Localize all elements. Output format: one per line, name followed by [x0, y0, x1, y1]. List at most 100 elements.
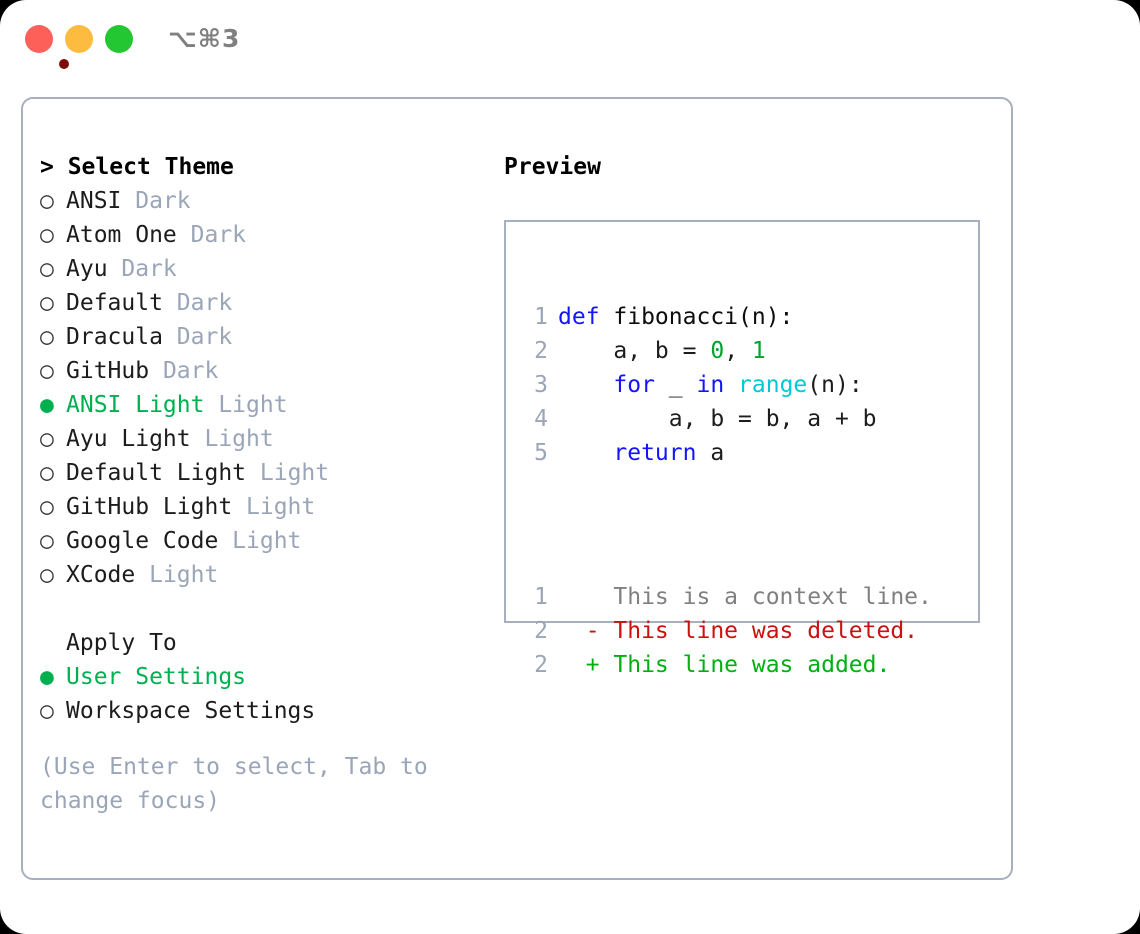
theme-item-tag: Dark	[162, 358, 219, 384]
diff-text: This line was added.	[599, 652, 891, 678]
radio-unselected-icon: ○	[40, 460, 68, 486]
theme-item-atom-one[interactable]: ○ Atom One Dark	[40, 218, 490, 252]
radio-unselected-icon: ○	[40, 256, 68, 282]
section-spacer	[40, 592, 490, 626]
apply-to-option-label: Workspace Settings	[66, 698, 316, 724]
theme-item-tag: Light	[204, 426, 274, 452]
radio-unselected-icon: ○	[40, 698, 68, 724]
radio-unselected-icon: ○	[40, 222, 68, 248]
theme-item-name: ANSI	[66, 188, 136, 214]
theme-item-default[interactable]: ○ Default Dark	[40, 286, 490, 320]
theme-item-name: Default Light	[66, 460, 260, 486]
radio-unselected-icon: ○	[40, 358, 68, 384]
theme-item-name: Ayu	[66, 256, 122, 282]
theme-item-tag: Dark	[135, 188, 191, 214]
code-token: 1	[751, 338, 766, 364]
radio-unselected-icon: ○	[40, 562, 68, 588]
main-panel: > Select Theme ○ ANSI Dark○ Atom One Dar…	[21, 97, 1013, 880]
radio-unselected-icon: ○	[40, 188, 68, 214]
theme-item-name: XCode	[66, 562, 150, 588]
radio-unselected-icon: ○	[40, 324, 68, 350]
theme-item-default-light[interactable]: ○ Default Light Light	[40, 456, 490, 490]
diff-line: 2 + This line was added.	[520, 648, 932, 682]
theme-item-ayu[interactable]: ○ Ayu Dark	[40, 252, 490, 286]
theme-item-tag: Light	[259, 460, 330, 486]
theme-item-tag: Light	[232, 528, 302, 554]
apply-to-option-workspace-settings[interactable]: ○ Workspace Settings	[40, 694, 490, 728]
diff-line: 1 This is a context line.	[520, 580, 932, 614]
theme-item-name: Google Code	[66, 528, 233, 554]
code-token	[724, 372, 738, 398]
code-line-number: 2	[534, 338, 548, 364]
code-token: fibonacci(n):	[599, 304, 794, 330]
code-line: 5 return a	[520, 436, 932, 470]
code-token	[558, 440, 613, 466]
code-line-number: 3	[534, 372, 548, 398]
code-token: (n):	[807, 372, 863, 398]
code-line: 4 a, b = b, a + b	[520, 402, 932, 436]
code-token: def	[558, 304, 600, 330]
help-text: (Use Enter to select, Tab to change focu…	[40, 754, 442, 814]
maximize-button[interactable]	[105, 25, 133, 53]
radio-selected-icon: ●	[40, 664, 68, 690]
code-line-number: 5	[534, 440, 548, 466]
theme-item-name: Atom One	[66, 222, 191, 248]
theme-item-name: GitHub	[66, 358, 163, 384]
title-bar: ⌥⌘3	[0, 0, 1140, 78]
radio-unselected-icon: ○	[40, 494, 68, 520]
close-button[interactable]	[25, 25, 69, 69]
theme-item-xcode[interactable]: ○ XCode Light	[40, 558, 490, 592]
theme-item-github-light[interactable]: ○ GitHub Light Light	[40, 490, 490, 524]
theme-picker-column: > Select Theme ○ ANSI Dark○ Atom One Dar…	[40, 150, 490, 818]
apply-to-header-indent	[40, 626, 66, 660]
theme-item-tag: Dark	[176, 324, 233, 350]
radio-unselected-icon: ○	[40, 426, 68, 452]
code-token: ,	[724, 338, 752, 364]
diff-marker: +	[558, 652, 600, 678]
code-token: 0	[710, 338, 725, 364]
minimize-button[interactable]	[65, 25, 93, 53]
preview-column: Preview 1 def fibonacci(n): 2 a, b = 0, 1 3…	[504, 150, 994, 678]
theme-item-tag: Light	[149, 562, 219, 588]
apply-to-header: Apply To	[40, 626, 490, 660]
diff-line-number: 2	[534, 618, 548, 644]
code-diff-gap	[520, 508, 932, 542]
theme-item-dracula[interactable]: ○ Dracula Dark	[40, 320, 490, 354]
diff-text: This line was deleted.	[599, 618, 919, 644]
theme-item-google-code[interactable]: ○ Google Code Light	[40, 524, 490, 558]
code-line: 1 def fibonacci(n):	[520, 300, 932, 334]
code-line: 2 a, b = 0, 1	[520, 334, 932, 368]
theme-item-tag: Dark	[121, 256, 177, 282]
theme-item-ansi-light[interactable]: ● ANSI Light Light	[40, 388, 490, 422]
code-line-number: 1	[534, 304, 548, 330]
theme-picker-header: > Select Theme	[40, 150, 490, 184]
theme-item-name: GitHub Light	[66, 494, 247, 520]
code-token: a, b = b, a + b	[558, 406, 877, 432]
code-token	[558, 372, 613, 398]
recording-indicator-icon	[59, 59, 69, 69]
radio-unselected-icon: ○	[40, 290, 68, 316]
theme-item-github[interactable]: ○ GitHub Dark	[40, 354, 490, 388]
theme-item-ayu-light[interactable]: ○ Ayu Light Light	[40, 422, 490, 456]
code-token: in	[696, 372, 725, 398]
apply-to-option-user-settings[interactable]: ● User Settings	[40, 660, 490, 694]
theme-item-ansi[interactable]: ○ ANSI Dark	[40, 184, 490, 218]
theme-item-name: Dracula	[66, 324, 177, 350]
theme-picker-header-label: Select Theme	[67, 154, 234, 180]
diff-marker: -	[558, 618, 600, 644]
apply-to-option-label: User Settings	[66, 664, 247, 690]
theme-item-tag: Light	[246, 494, 316, 520]
radio-unselected-icon: ○	[40, 528, 68, 554]
theme-item-name: ANSI Light	[66, 392, 219, 418]
code-token: return	[613, 440, 697, 466]
apply-to-header-label: Apply To	[66, 630, 177, 656]
diff-marker	[558, 584, 600, 610]
code-token: range	[738, 372, 808, 398]
code-line-number: 4	[534, 406, 548, 432]
preview-label: Preview	[504, 154, 601, 180]
diff-line-number: 1	[534, 584, 548, 610]
